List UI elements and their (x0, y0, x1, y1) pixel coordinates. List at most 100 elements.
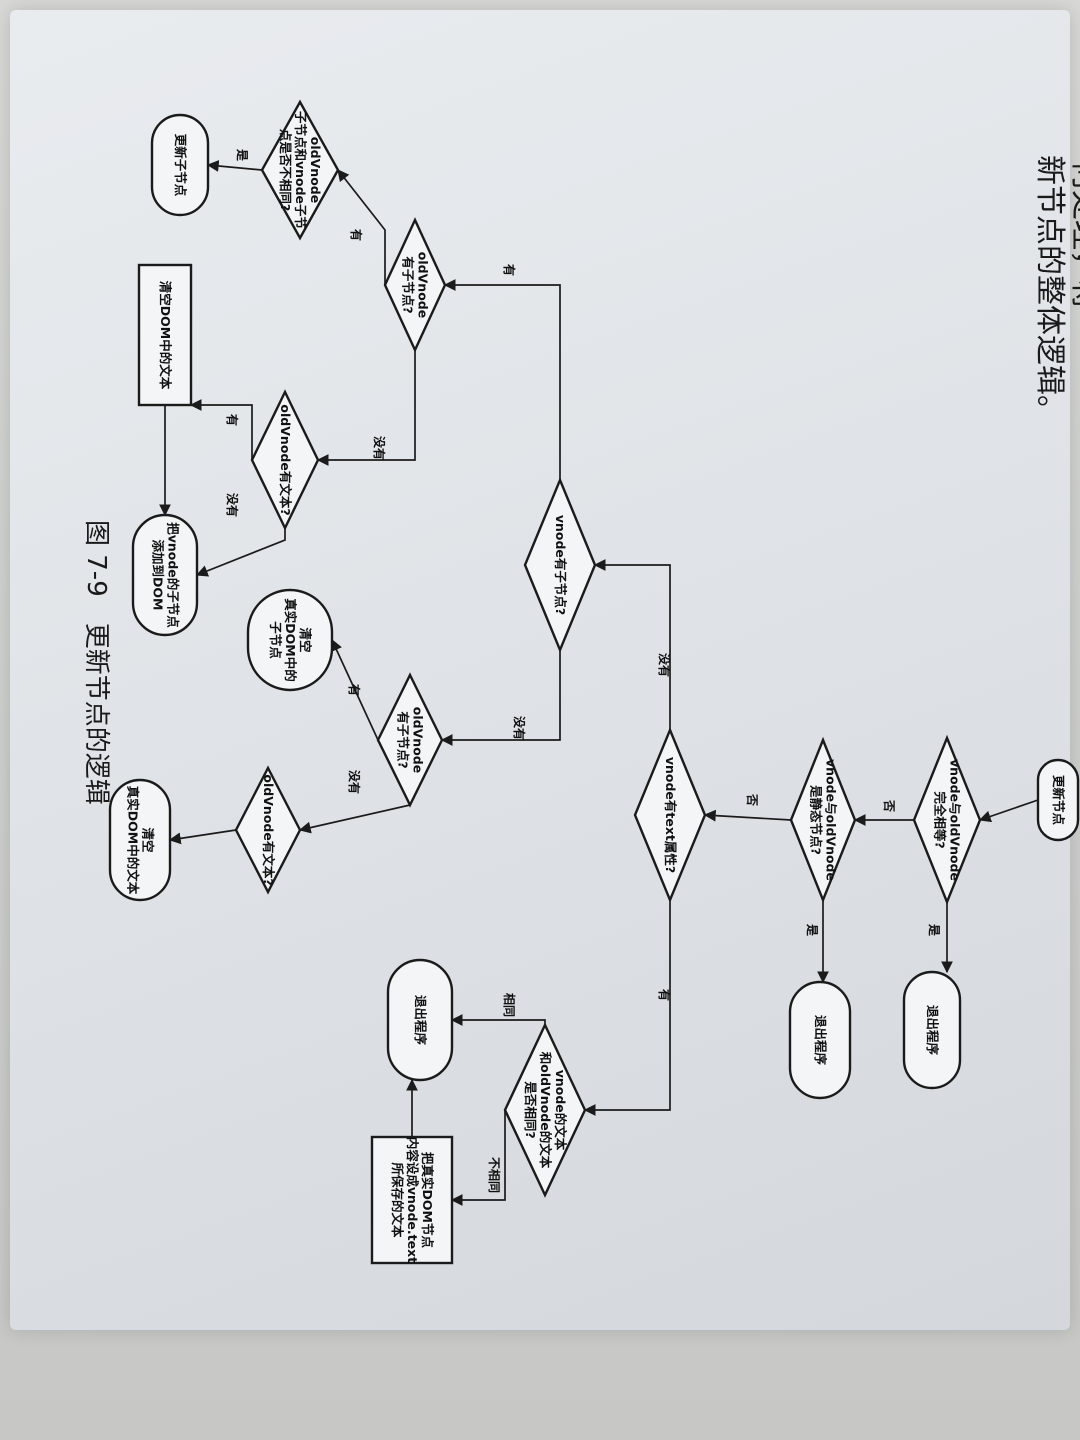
node-label: vnode与oldVnode完全相等? (933, 759, 963, 881)
node-shape (523, 476, 597, 654)
node-label: 清空真实DOM中的子节点 (268, 598, 313, 681)
node-old-has-children-b: oldVnode有子节点? (376, 672, 444, 808)
intro-line-1: 何处理，将 (1067, 160, 1080, 310)
edge-same-diff-settext (450, 1110, 506, 1206)
node-label: oldVnode有子节点? (396, 707, 426, 773)
node-shape (1036, 758, 1080, 842)
edge-label-text-none-children: 没有 (657, 653, 672, 677)
edge-olda-has-differ (337, 169, 386, 285)
edge-label-same-diff-settext: 不相同 (487, 1157, 502, 1193)
node-label: 退出程序 (925, 1005, 940, 1056)
node-shape (137, 263, 193, 407)
edge-children-none-oldb (440, 650, 561, 746)
node-label: 清空DOM中的文本 (158, 281, 173, 390)
edge-texta-has-cleara (189, 399, 253, 460)
node-shape (503, 1022, 587, 1198)
edge-start-to-eq (978, 799, 1039, 823)
edge-olda-none-texta (316, 350, 416, 466)
node-children-differ: oldVnode子节点和vnode子节点是否不相同? (260, 99, 340, 241)
edge-label-texta-has-cleara: 有 (225, 414, 240, 426)
node-shape (246, 588, 334, 692)
edge-label-oldb-none-textb: 没有 (347, 770, 362, 794)
edge-static-no-text (703, 809, 792, 822)
node-label: 把真实DOM节点内容设成vnode.text所保存的文本 (390, 1137, 435, 1263)
node-clear-dom-text-a: 清空DOM中的文本 (137, 263, 193, 407)
node-label: 退出程序 (813, 1015, 828, 1066)
edge-label-children-has-olda: 有 (502, 264, 517, 276)
node-label: 退出程序 (413, 995, 428, 1046)
edge-textb-to-clearb (168, 829, 237, 845)
node-clear-children: 清空真实DOM中的子节点 (246, 588, 334, 692)
node-old-has-text-b: oldVnode有文本? (234, 765, 302, 895)
edge-texta-none-add (195, 528, 286, 577)
node-shape (376, 672, 444, 808)
edge-oldb-none-textb (298, 804, 411, 834)
node-label: 更新节点 (1051, 775, 1066, 826)
edge-differ-yes-update (206, 160, 263, 172)
edge-label-eq-no-static: 否 (882, 799, 896, 812)
edge-label-texta-none-add: 没有 (225, 493, 240, 517)
edge-text-none-children (593, 559, 671, 730)
node-label: oldVnode子节点和vnode子节点是否不相同? (278, 111, 323, 230)
node-label: oldVnode有子节点? (401, 252, 431, 318)
edge-label-oldb-has-clearc: 有 (347, 684, 362, 696)
node-old-has-children-a: oldVnode有子节点? (383, 217, 447, 353)
node-exit-3: 退出程序 (386, 958, 454, 1082)
node-exit-1: 退出程序 (902, 970, 962, 1090)
edges-layer (159, 160, 1039, 1206)
node-label: oldVnode有文本? (261, 774, 276, 885)
node-shape (789, 736, 857, 904)
node-label: vnode的文本和oldVnode的文本是否相同? (523, 1051, 568, 1169)
edge-label-same-same-exit3: 相同 (502, 993, 517, 1017)
node-update-children: 更新子节点 (150, 113, 210, 217)
node-shape (131, 513, 199, 637)
node-old-has-text-a: oldVnode有文本? (250, 389, 320, 531)
edge-label-static-yes-exit2: 是 (805, 923, 819, 937)
node-shape (633, 726, 707, 904)
node-text-same: vnode的文本和oldVnode的文本是否相同? (503, 1022, 587, 1198)
node-start: 更新节点 (1036, 758, 1080, 842)
node-shape (370, 1135, 454, 1265)
node-label: oldVnode有文本? (278, 404, 293, 515)
node-shape (383, 217, 447, 353)
node-label: 把vnode的子节点添加到DOM (151, 522, 181, 628)
node-vnode-has-text: vnode有text属性? (633, 726, 707, 904)
node-label: 更新子节点 (173, 134, 188, 197)
node-label: vnode与oldVnode是静态节点? (809, 759, 839, 881)
edge-same-same-exit3 (450, 1014, 546, 1026)
figure-caption: 图 7-9 更新节点的逻辑 (81, 520, 111, 805)
edge-text-has-same (583, 900, 671, 1116)
node-add-children: 把vnode的子节点添加到DOM (131, 513, 199, 637)
edge-label-text-has-same: 有 (657, 989, 672, 1001)
node-set-text: 把真实DOM节点内容设成vnode.text所保存的文本 (370, 1135, 454, 1265)
node-shape (912, 734, 982, 906)
edge-label-differ-yes-update: 是 (235, 148, 249, 162)
edge-label-children-none-oldb: 没有 (512, 716, 527, 740)
node-exit-2: 退出程序 (788, 980, 852, 1100)
node-clear-dom-text-b: 清空真实DOM中的文本 (108, 778, 172, 902)
node-label: 清空真实DOM中的文本 (126, 786, 156, 895)
nodes-layer: 更新节点 vnode与oldVnode完全相等? 退出程序 vnode与oldVnod… (108, 99, 1080, 1265)
node-shape (250, 389, 320, 531)
node-both-static: vnode与oldVnode是静态节点? (789, 736, 857, 904)
node-shape (788, 980, 852, 1100)
edge-label-olda-none-texta: 没有 (372, 436, 387, 460)
node-label: vnode有子节点? (553, 515, 568, 615)
node-vnode-eq-oldvnode: vnode与oldVnode完全相等? (912, 734, 982, 906)
edge-label-eq-yes-exit1: 是 (927, 923, 941, 937)
edge-oldb-has-clearc (331, 638, 379, 741)
node-shape (150, 113, 210, 217)
node-shape (260, 99, 340, 241)
edge-label-static-no-text: 否 (745, 793, 759, 806)
edge-children-has-olda (443, 279, 561, 480)
intro-line-2: 新节点的整体逻辑。 (1032, 155, 1067, 425)
node-label: vnode有text属性? (663, 757, 678, 873)
node-shape (108, 778, 172, 902)
edge-label-olda-has-differ: 有 (349, 229, 364, 241)
node-shape (386, 958, 454, 1082)
node-shape (902, 970, 962, 1090)
node-shape (234, 765, 302, 895)
node-vnode-has-children: vnode有子节点? (523, 476, 597, 654)
